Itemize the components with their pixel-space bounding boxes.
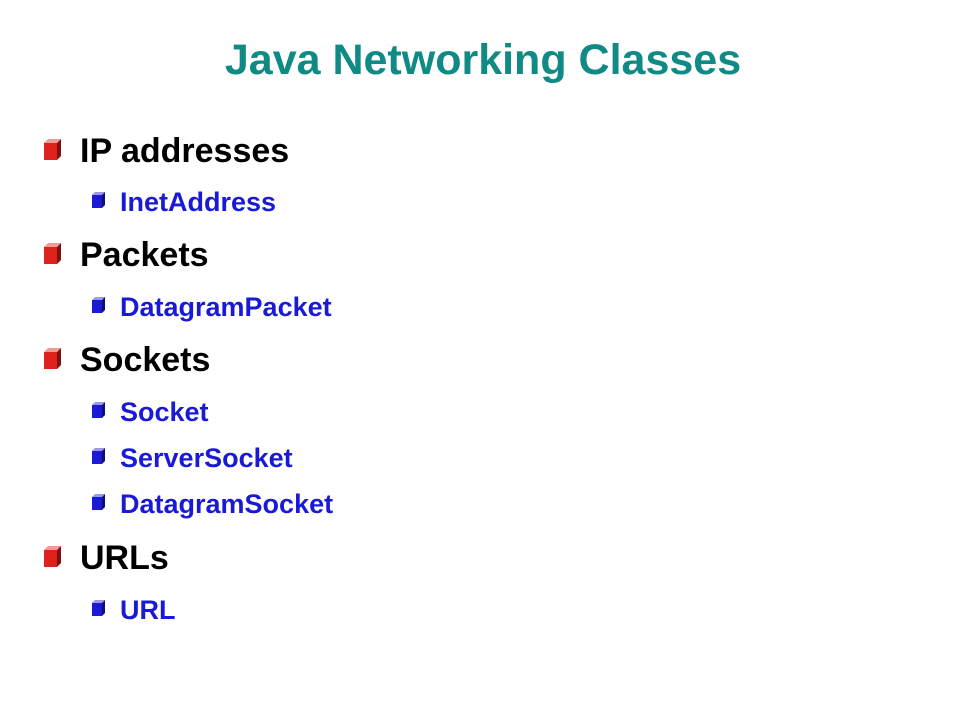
red-cube-bullet-icon [44, 139, 61, 160]
sub-bullet-label: DatagramSocket [120, 489, 334, 519]
blue-cube-bullet-icon [92, 402, 105, 418]
bullet-label: URLs [80, 539, 169, 577]
red-cube-bullet-icon [44, 243, 61, 264]
bullet-label: IP addresses [80, 132, 290, 170]
bullet-label: Sockets [80, 341, 211, 379]
blue-cube-bullet-icon [92, 297, 105, 313]
blue-cube-bullet-icon [92, 494, 105, 510]
slide-title: Java Networking Classes [224, 36, 742, 84]
sub-bullet-label: Socket [120, 397, 209, 427]
sub-bullet-label: InetAddress [120, 187, 277, 217]
red-cube-bullet-icon [44, 546, 61, 567]
sub-bullet-label: URL [120, 595, 176, 625]
sub-bullet-label: DatagramPacket [120, 292, 332, 322]
bullet-label: Packets [80, 236, 209, 274]
blue-cube-bullet-icon [92, 192, 105, 208]
blue-cube-bullet-icon [92, 448, 105, 464]
blue-cube-bullet-icon [92, 600, 105, 616]
sub-bullet-label: ServerSocket [120, 443, 293, 473]
red-cube-bullet-icon [44, 348, 61, 369]
